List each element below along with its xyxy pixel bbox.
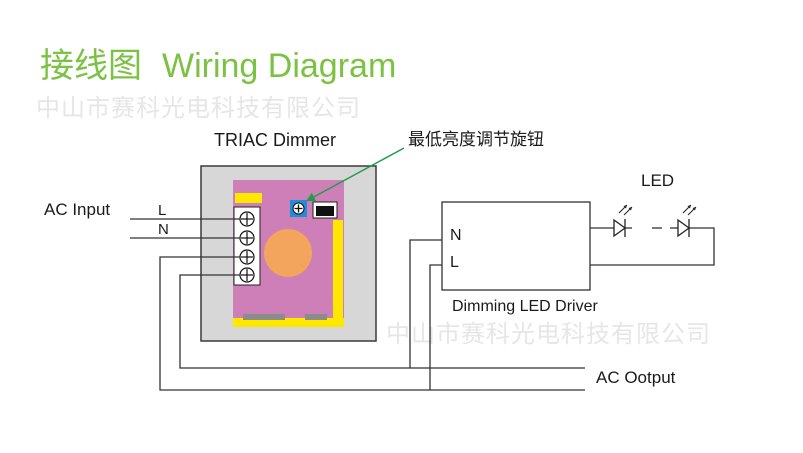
yellow-strip-bottom <box>233 318 344 327</box>
wire-load-out <box>179 274 585 369</box>
ac-input-label: AC Input <box>44 200 111 219</box>
board-pad-left <box>243 314 285 320</box>
yellow-strip-right <box>333 220 343 327</box>
diagram-title: 接线图 Wiring Diagram <box>40 38 396 87</box>
driver-l-label: L <box>450 254 459 271</box>
watermark-bottom: 中山市赛科光电科技有限公司 <box>386 320 711 348</box>
title-en: Wiring Diagram <box>162 47 397 85</box>
driver-name-label: Dimming LED Driver <box>452 298 598 315</box>
board-pad-right <box>305 314 327 320</box>
input-l-label: L <box>158 202 167 219</box>
input-n-label: N <box>158 221 169 238</box>
terminal-screw-4 <box>239 267 255 283</box>
wire-neutral-out <box>159 256 585 391</box>
terminal-screw-2 <box>239 230 255 246</box>
wire-led-return <box>590 227 715 266</box>
title-cn: 接线图 <box>40 47 142 85</box>
terminal-block <box>233 206 261 286</box>
triac-dimmer-label: TRIAC Dimmer <box>214 130 336 150</box>
led-driver-box <box>441 201 591 291</box>
led-diode-1 <box>613 204 633 238</box>
watermark-top: 中山市赛科光电科技有限公司 <box>36 94 361 122</box>
wire-driver-l <box>429 264 442 390</box>
led-diode-2 <box>677 204 697 238</box>
driver-n-label: N <box>450 227 462 244</box>
potentiometer <box>264 229 312 277</box>
yellow-tab-top <box>235 193 262 203</box>
terminal-screw-1 <box>239 211 255 227</box>
ac-output-label: AC Ootput <box>596 368 676 387</box>
wire-driver-n <box>409 239 442 368</box>
led-label: LED <box>641 171 675 190</box>
terminal-screw-3 <box>239 249 255 265</box>
knob-annotation-arrow <box>306 147 405 202</box>
knob-annotation-label: 最低亮度调节旋钮 <box>408 130 544 150</box>
